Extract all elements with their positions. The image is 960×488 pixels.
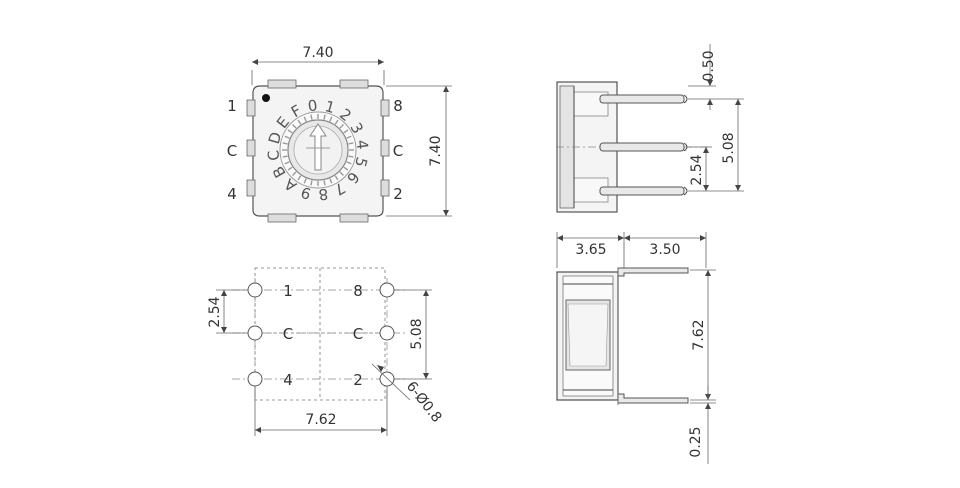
dial-tooth	[343, 129, 349, 134]
dial-tooth	[348, 155, 354, 158]
top-width-dim: 7.40	[302, 45, 333, 61]
pcb-hole	[247, 282, 263, 298]
hex-digit-label: 5	[351, 155, 371, 169]
top-pin-label-left-2: C	[227, 142, 237, 160]
side-view-top: 0.50 5.08 2.54	[556, 44, 744, 213]
side-dim-350: 3.50	[649, 242, 680, 258]
pcb-layout: 1 C 4 8 C 2 2.54 5.08 7.62 6-Ø0.8	[207, 267, 445, 436]
pcb-dim-762: 7.62	[305, 412, 336, 428]
dial-tooth	[329, 116, 333, 122]
pcb-pin-label-left-1: 1	[283, 282, 293, 300]
dial-tooth	[282, 155, 288, 158]
dial-tooth	[292, 171, 297, 176]
hex-digit-label: 0	[307, 96, 319, 115]
pcb-pin-label-left-3: 4	[283, 371, 293, 389]
dial-tooth	[284, 135, 290, 139]
pcb-hole	[379, 282, 395, 298]
hex-digit-label: 4	[353, 139, 372, 151]
dial-tooth	[287, 166, 293, 171]
dial-tooth	[339, 171, 344, 176]
dial-tooth	[343, 166, 349, 171]
side-dim-508: 5.08	[721, 132, 737, 163]
dial-tooth	[346, 161, 352, 165]
dial-tooth	[284, 161, 290, 165]
dial-tooth	[310, 114, 313, 120]
pcb-dim-254: 2.54	[207, 296, 223, 327]
hex-digit-label: 1	[323, 97, 337, 117]
pcb-hole-note: 6-Ø0.8	[403, 379, 445, 426]
side-dim-365: 3.65	[575, 242, 606, 258]
pcb-hole	[247, 371, 263, 387]
side-dim-254: 2.54	[689, 154, 705, 185]
dial-tooth	[282, 142, 288, 145]
dial-tooth	[323, 114, 326, 120]
dial-arrow-icon	[309, 123, 327, 171]
top-pin-label-left-3: 4	[227, 185, 237, 203]
top-height-dim: 7.40	[428, 135, 444, 166]
dial-tooth	[303, 116, 307, 122]
side-view-bottom: 3.65 3.50 7.62 0.25	[556, 232, 716, 464]
top-pin-label-right-3: 2	[393, 185, 403, 203]
pcb-pin-label-right-3: 2	[353, 371, 363, 389]
dial-tooth	[329, 178, 333, 184]
dial-tooth	[297, 119, 302, 125]
pcb-hole	[247, 325, 263, 341]
dial-tooth	[287, 129, 293, 134]
hex-digit-label: C	[264, 149, 283, 162]
dial-teeth	[282, 114, 354, 186]
side-dim-050: 0.50	[701, 50, 717, 81]
side-dim-025: 0.25	[688, 426, 704, 457]
pcb-hole	[379, 325, 395, 341]
dial-tooth	[310, 180, 313, 186]
pcb-pin-label-left-2: C	[283, 325, 293, 343]
hex-digit-label: D	[265, 130, 285, 146]
dial-tooth	[323, 180, 326, 186]
dial-tooth	[292, 124, 297, 129]
dial-tooth	[334, 175, 339, 181]
pin1-marker-dot	[262, 94, 270, 102]
pcb-dim-508: 5.08	[409, 318, 425, 349]
top-pin-label-right-2: C	[393, 142, 403, 160]
hex-digit-label: 9	[299, 183, 313, 203]
dial-tooth	[334, 119, 339, 125]
dial-tooth	[348, 142, 354, 145]
dial-tooth	[346, 135, 352, 139]
hex-digit-label: 8	[318, 185, 330, 204]
dial-tooth	[339, 124, 344, 129]
top-pin-label-left-1: 1	[227, 97, 237, 115]
top-pin-label-right-1: 8	[393, 97, 403, 115]
side-dim-762: 7.62	[691, 319, 707, 350]
pcb-pin-label-right-2: C	[353, 325, 363, 343]
pcb-pin-label-right-1: 8	[353, 282, 363, 300]
dial-tooth	[303, 178, 307, 184]
dial-tooth	[297, 175, 302, 181]
